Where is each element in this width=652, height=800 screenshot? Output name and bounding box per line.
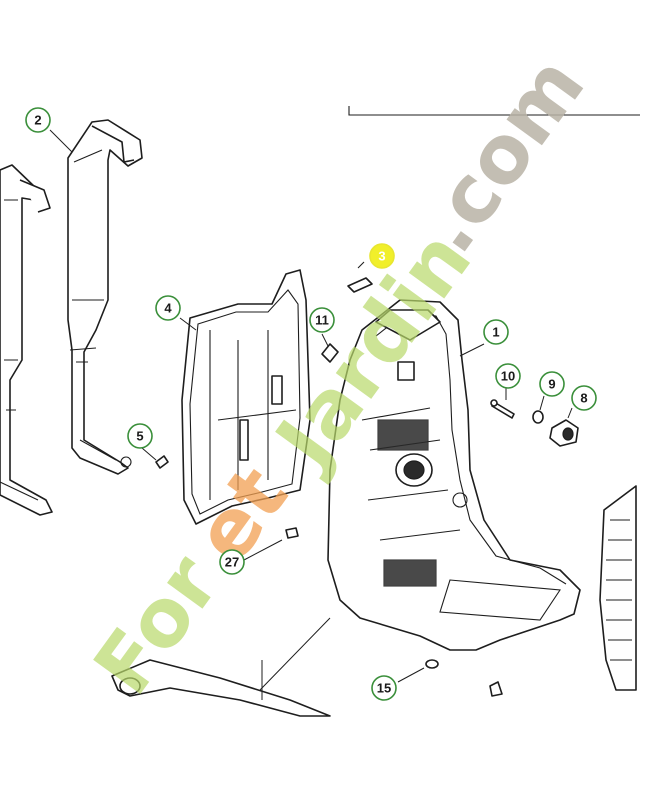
callout-11: 11 bbox=[309, 307, 335, 333]
backpack-frame-1 bbox=[327, 299, 581, 651]
screw-part-5 bbox=[155, 455, 169, 469]
washer-part-9 bbox=[532, 410, 544, 424]
callout-label: 8 bbox=[580, 391, 587, 406]
callout-4: 4 bbox=[155, 295, 181, 321]
right-strap-fragment bbox=[599, 485, 637, 691]
waist-belt bbox=[111, 617, 331, 717]
frame-line bbox=[348, 106, 640, 116]
nut-part-11 bbox=[321, 343, 339, 363]
nut-part-15 bbox=[425, 659, 503, 697]
callout-label: 1 bbox=[492, 325, 499, 340]
callout-label: 5 bbox=[136, 429, 143, 444]
callout-label: 4 bbox=[164, 301, 172, 316]
callout-label: 10 bbox=[501, 369, 515, 384]
fastener-part-27 bbox=[285, 527, 299, 539]
callout-label: 2 bbox=[34, 113, 41, 128]
callout-label: 27 bbox=[225, 555, 239, 570]
leader-lines bbox=[49, 129, 573, 683]
callout-label: 9 bbox=[548, 377, 555, 392]
bolt-part-10 bbox=[490, 399, 515, 419]
shoulder-strap-2 bbox=[67, 119, 143, 475]
callout-1: 1 bbox=[483, 319, 509, 345]
callout-2: 2 bbox=[25, 107, 51, 133]
callout-label: 15 bbox=[377, 681, 391, 696]
callout-15: 15 bbox=[371, 675, 397, 701]
back-panel-4 bbox=[181, 269, 311, 525]
callout-27: 27 bbox=[219, 549, 245, 575]
left-shoulder-strap bbox=[0, 164, 53, 516]
callout-9: 9 bbox=[539, 371, 565, 397]
watermark-text-4: .com bbox=[400, 40, 602, 270]
callout-3: 3 bbox=[369, 243, 395, 269]
callout-5: 5 bbox=[127, 423, 153, 449]
callout-label: 11 bbox=[315, 313, 329, 328]
callout-10: 10 bbox=[495, 363, 521, 389]
callout-8: 8 bbox=[571, 385, 597, 411]
knob-part-8 bbox=[549, 419, 579, 447]
clip-part-3 bbox=[347, 261, 373, 293]
callout-label: 3 bbox=[378, 249, 385, 264]
